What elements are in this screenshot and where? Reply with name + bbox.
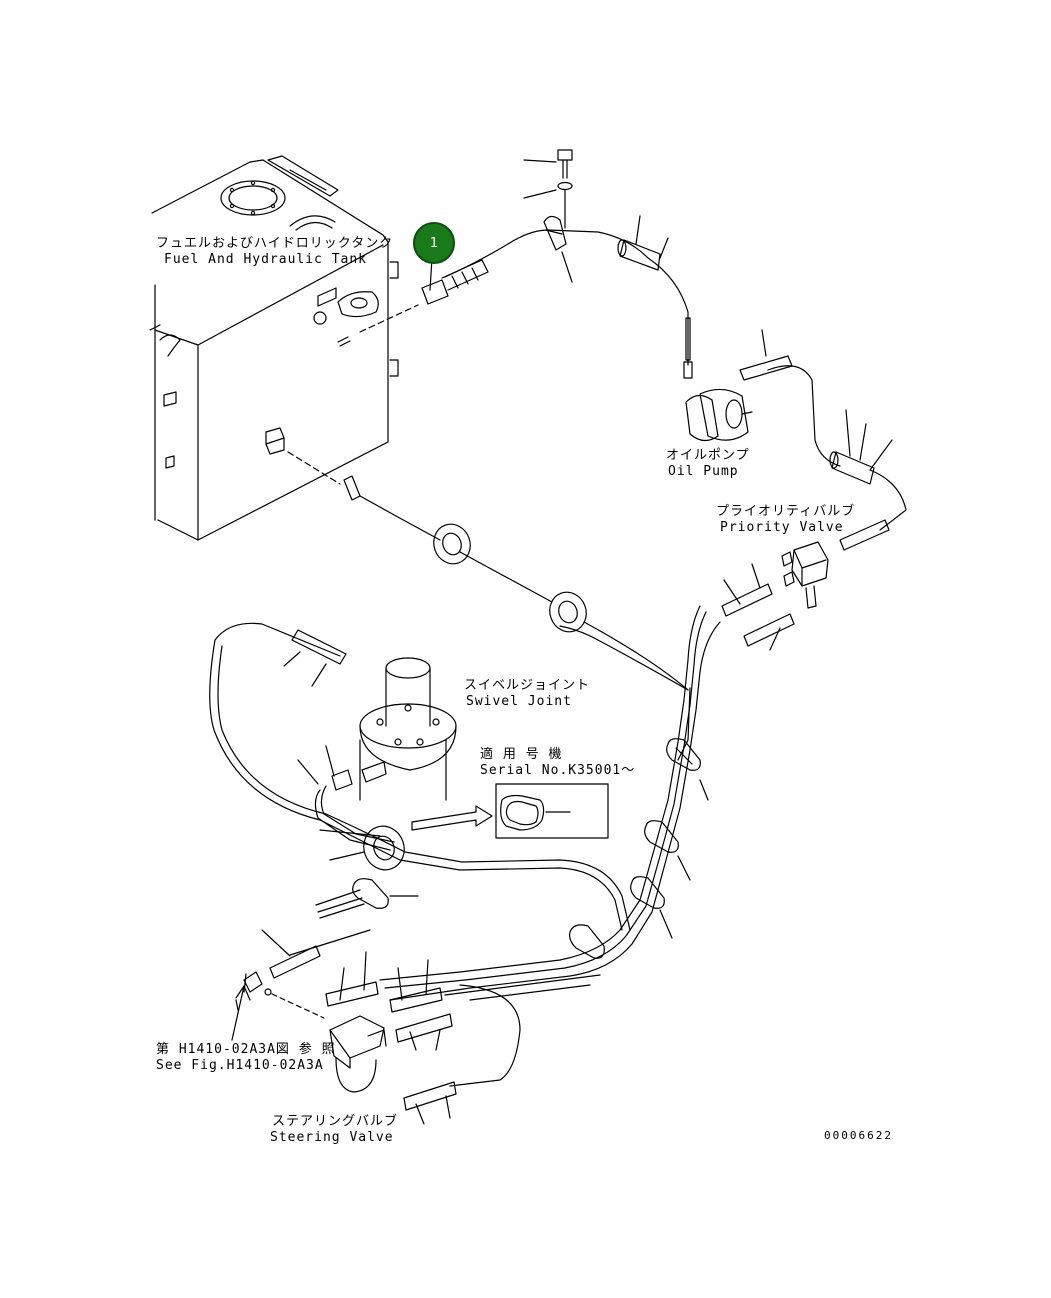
- fuel-hydraulic-tank: [149, 155, 399, 541]
- oil-pump: [683, 317, 767, 442]
- serial-label-en: Serial No.K35001～: [480, 763, 636, 778]
- swivel-joint: [283, 629, 457, 801]
- see-fig-label-en: See Fig.H1410-02A3A: [156, 1058, 324, 1073]
- see-fig-label-jp: 第 H1410-02A3A図 参 照: [156, 1042, 336, 1057]
- oil-pump-label-en: Oil Pump: [668, 464, 739, 479]
- steering-valve-label-en: Steering Valve: [270, 1130, 394, 1145]
- drawing-number: 00006622: [824, 1129, 893, 1142]
- swivel-joint-label-en: Swivel Joint: [466, 694, 572, 709]
- hose-lines: [209, 229, 907, 1087]
- steering-valve-label-jp: ステアリングバルブ: [272, 1114, 399, 1129]
- swivel-joint-label-jp: スイベルジョイント: [464, 678, 591, 693]
- priority-valve-label-jp: プライオリティバルブ: [716, 504, 856, 519]
- priority-valve: [721, 541, 829, 651]
- tank-label-en: Fuel And Hydraulic Tank: [164, 252, 368, 267]
- serial-detail-box: [411, 783, 609, 839]
- serial-label-jp: 適 用 号 機: [480, 747, 563, 762]
- tank-label-jp: フュエルおよびハイドロリックタンク: [156, 236, 394, 251]
- steering-valve: [231, 929, 457, 1125]
- pipe-grommets: [329, 738, 709, 959]
- priority-valve-label-en: Priority Valve: [720, 520, 844, 535]
- clamp-assembly: [523, 149, 573, 283]
- hose-sleeves: [617, 215, 893, 485]
- oil-pump-label-jp: オイルポンプ: [666, 448, 750, 463]
- part-callout-1[interactable]: 1: [413, 222, 455, 264]
